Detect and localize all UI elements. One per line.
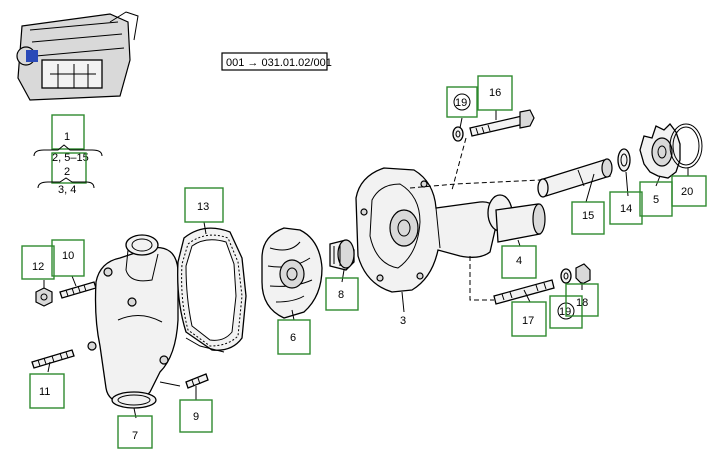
hierarchy-level2-children: 3, 4 [58, 184, 76, 196]
part-washer-19-top [452, 126, 464, 142]
callout-11-label: 11 [39, 386, 50, 398]
callout-17-label: 17 [522, 315, 534, 327]
callout-5-label: 5 [653, 194, 659, 206]
callout-3-label: 3 [400, 315, 406, 327]
callout-8-label: 8 [338, 289, 344, 301]
callout-12-box [21, 245, 55, 280]
callout-13: 13 [184, 187, 224, 223]
callout-18: 18 [565, 283, 599, 317]
callout-13-label: 13 [197, 201, 209, 213]
hierarchy-level1-children: 2, 5–15 [52, 152, 89, 164]
callout-16: 16 [477, 75, 513, 111]
callout-8: 8 [325, 277, 359, 311]
callout-10-label: 10 [62, 250, 74, 262]
part-impeller-6 [261, 227, 323, 319]
callout-17-box [511, 301, 547, 337]
callout-6: 6 [277, 319, 311, 355]
assembly-hierarchy: 1 2, 5–15 2 3, 4 [33, 114, 103, 196]
part-oring-20 [669, 123, 703, 169]
part-bushing-4 [495, 203, 546, 243]
callout-9-box [179, 399, 213, 433]
callout-15: 15 [571, 201, 605, 235]
callout-11: 11 [29, 373, 65, 409]
callout-box-1 [51, 114, 85, 150]
callout-3: 3 [400, 315, 406, 327]
callout-13-box [184, 187, 224, 223]
assembly-lines [159, 137, 541, 387]
callout-15-label: 15 [582, 210, 594, 222]
callout-4-label: 4 [516, 255, 522, 267]
callout-14-box [609, 191, 643, 225]
callout-19-top: 19 [446, 86, 478, 118]
hierarchy-level2-code: 2 [64, 166, 70, 178]
callout-19-top-label: 19 [455, 97, 467, 109]
part-ring-14 [617, 148, 631, 172]
callout-16-label: 16 [489, 87, 501, 99]
part-gear-5 [639, 123, 681, 179]
callout-10: 10 [51, 239, 85, 277]
callout-4-box [501, 245, 537, 279]
callout-16-box [477, 75, 513, 111]
callout-19-top-box [446, 86, 478, 118]
part-washer-19-lower [560, 268, 572, 284]
part-seal-8 [329, 239, 355, 271]
callout-7: 7 [117, 415, 153, 449]
callout-15-box [571, 201, 605, 235]
reference-box: 001 → 031.01.02/001 [221, 52, 332, 71]
callout-12: 12 [21, 245, 55, 280]
part-stud-9 [185, 373, 209, 389]
callout-9: 9 [179, 399, 213, 433]
callout-7-label: 7 [132, 430, 138, 442]
callouts: 12 10 11 7 9 13 6 8 3 4 15 14 5 20 19 16… [21, 75, 707, 449]
part-gasket-13 [177, 227, 247, 351]
callout-5: 5 [639, 181, 673, 217]
callout-19-lower-label: 19 [559, 306, 571, 318]
part-nut-18 [575, 263, 591, 285]
callout-box-2 [51, 152, 87, 184]
part-bolt-16 [469, 109, 535, 137]
callout-12-label: 12 [32, 261, 44, 273]
part-stud-11 [31, 349, 75, 369]
reference-text: 001 → 031.01.02/001 [226, 57, 332, 69]
part-shaft-15 [537, 158, 613, 198]
callout-8-box [325, 277, 359, 311]
hierarchy-level1-code: 1 [64, 131, 70, 143]
part-stud-10 [59, 281, 97, 299]
callout-18-box [565, 283, 599, 317]
callout-14-label: 14 [620, 203, 632, 215]
callout-10-box [51, 239, 85, 277]
callout-20: 20 [671, 175, 707, 207]
callout-4: 4 [501, 245, 537, 279]
callout-20-box [671, 175, 707, 207]
part-nut-12 [35, 287, 53, 307]
callout-14: 14 [609, 191, 643, 225]
part-pump-housing-3 [355, 167, 513, 293]
callout-6-box [277, 319, 311, 355]
callout-20-label: 20 [681, 186, 693, 198]
callout-11-box [29, 373, 65, 409]
callout-9-label: 9 [193, 411, 199, 423]
callout-17: 17 [511, 301, 547, 337]
part-pump-cover-7 [87, 234, 179, 409]
engine-thumbnail [8, 6, 140, 106]
callout-7-box [117, 415, 153, 449]
callout-6-label: 6 [290, 332, 296, 344]
part-stud-17 [493, 279, 555, 305]
callout-18-label: 18 [576, 297, 588, 309]
